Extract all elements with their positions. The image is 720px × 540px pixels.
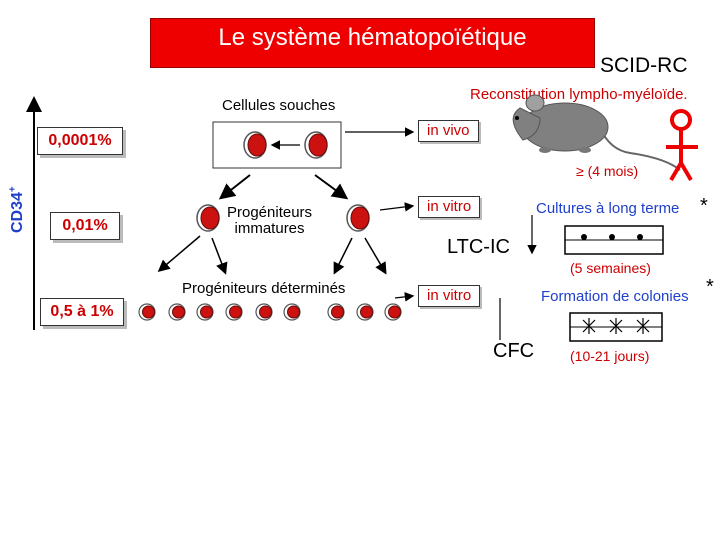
long-term-culture-label: Cultures à long terme bbox=[536, 200, 680, 217]
imm-to-committed-arrow-3 bbox=[333, 237, 353, 275]
in-vitro-cfc-arrow bbox=[394, 292, 415, 302]
stem-cells-label: Cellules souches bbox=[222, 97, 336, 114]
human-figure-icon bbox=[666, 109, 698, 182]
committed-cells-row bbox=[138, 303, 402, 321]
stem-to-immature-right-arrow bbox=[314, 174, 349, 200]
in-vitro-ltc-arrow bbox=[379, 202, 415, 212]
ltcic-label: LTC-IC bbox=[447, 236, 510, 258]
percent-immature: 0,01% bbox=[62, 217, 108, 234]
progenitors-immature-line2: immatures bbox=[234, 220, 305, 237]
imm-to-committed-arrow-2 bbox=[211, 237, 228, 275]
mouse-icon bbox=[512, 94, 681, 171]
progenitors-immature-line1: Progéniteurs bbox=[227, 204, 313, 221]
cfc-label: CFC bbox=[493, 340, 535, 362]
asterisk-1: * bbox=[700, 195, 708, 217]
stem-cell-right bbox=[304, 131, 328, 159]
in-vivo-label: in vivo bbox=[427, 122, 470, 139]
percent-committed: 0,5 à 1% bbox=[50, 303, 114, 320]
ten-21-days-label: (10-21 jours) bbox=[570, 348, 650, 364]
reconstitution-label: Reconstitution lympho-myéloïde. bbox=[470, 86, 688, 103]
title-box: Le système hématopoïétique bbox=[150, 18, 595, 68]
scid-label: SCID-RC bbox=[600, 54, 688, 77]
percent-committed-box: 0,5 à 1% bbox=[40, 298, 124, 326]
stem-cell-left bbox=[243, 131, 267, 159]
in-vitro-cfc-box: in vitro bbox=[418, 285, 481, 307]
page-title: Le système hématopoïétique bbox=[218, 24, 527, 51]
five-weeks-label: (5 semaines) bbox=[570, 260, 651, 276]
immature-cell-right bbox=[346, 204, 370, 232]
progenitors-immature-label: Progéniteurs immatures bbox=[227, 205, 312, 237]
percent-stem-box: 0,0001% bbox=[37, 127, 123, 155]
in-vitro-cfc-label: in vitro bbox=[427, 287, 472, 304]
stem-to-immature-left-arrow bbox=[218, 174, 251, 200]
immature-cell-left bbox=[196, 204, 220, 232]
in-vivo-box: in vivo bbox=[418, 120, 479, 142]
colony-formation-label: Formation de colonies bbox=[541, 288, 689, 305]
percent-immature-box: 0,01% bbox=[50, 212, 120, 240]
progenitors-committed-label: Progéniteurs déterminés bbox=[182, 280, 346, 297]
imm-to-committed-arrow-4 bbox=[364, 237, 387, 275]
in-vitro-ltc-label: in vitro bbox=[427, 198, 472, 215]
imm-to-committed-arrow-1 bbox=[157, 235, 201, 272]
in-vitro-ltc-box: in vitro bbox=[418, 196, 481, 218]
duration-label: ≥ (4 mois) bbox=[576, 163, 639, 179]
asterisk-2: * bbox=[706, 276, 714, 298]
ltc-culture-dish-icon bbox=[564, 225, 664, 255]
cfc-culture-dish-icon bbox=[569, 312, 663, 342]
percent-stem: 0,0001% bbox=[48, 132, 112, 149]
